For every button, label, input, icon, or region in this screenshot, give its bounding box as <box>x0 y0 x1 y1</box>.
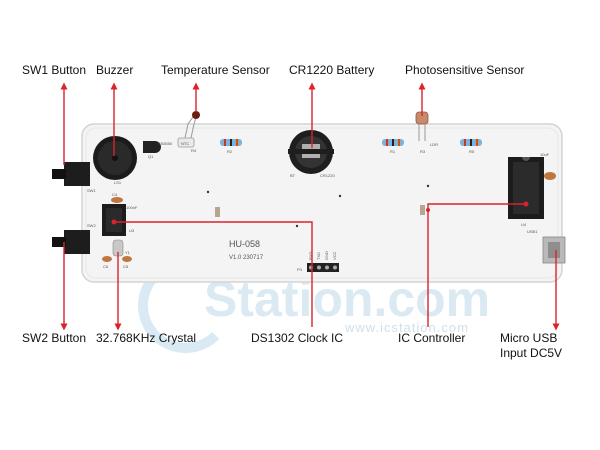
svg-text:R5: R5 <box>469 149 475 154</box>
svg-text:P3: P3 <box>297 267 303 272</box>
label-buzzer: Buzzer <box>96 63 134 77</box>
svg-text:U3: U3 <box>129 228 135 233</box>
svg-text:LS1: LS1 <box>114 180 122 185</box>
svg-text:U4: U4 <box>521 222 527 227</box>
svg-text:10uF: 10uF <box>540 152 550 157</box>
leader-ds1302 <box>114 221 313 327</box>
svg-text:C6: C6 <box>103 264 109 269</box>
svg-text:R4: R4 <box>191 148 197 153</box>
svg-text:CR1220: CR1220 <box>320 173 335 178</box>
svg-text:VCC: VCC <box>332 251 337 260</box>
sw1-button-part <box>52 162 90 186</box>
svg-text:LDR: LDR <box>430 142 438 147</box>
label-sw1-button: SW1 Button <box>22 63 87 77</box>
label-cr1220-battery: CR1220 Battery <box>289 63 375 77</box>
svg-text:C5: C5 <box>123 264 129 269</box>
sw2-button-part <box>52 230 90 254</box>
p3-header <box>307 263 339 272</box>
svg-text:RXD: RXD <box>308 251 313 260</box>
buzzer-component <box>93 136 137 180</box>
svg-text:100nF: 100nF <box>126 205 138 210</box>
pcb-board <box>81 123 563 283</box>
micro-usb-port <box>542 236 566 264</box>
svg-text:Y1: Y1 <box>125 250 131 255</box>
board-version-text: V1.0 230717 <box>229 255 264 261</box>
label-photosensitive-sensor: Photosensitive Sensor <box>405 63 525 77</box>
svg-text:R3: R3 <box>420 149 426 154</box>
board-model-text: HU-058 <box>229 239 260 249</box>
svg-text:BT: BT <box>290 173 296 178</box>
svg-text:R2: R2 <box>227 149 233 154</box>
svg-text:C4: C4 <box>112 192 118 197</box>
svg-text:NTC: NTC <box>181 141 189 146</box>
label-crystal: 32.768KHz Crystal <box>96 331 197 345</box>
battery-holder <box>288 130 334 174</box>
label-micro-usb: Micro USB Input DC5V <box>500 331 563 360</box>
label-ds1302-clock-ic: DS1302 Clock IC <box>251 331 344 345</box>
svg-text:GND: GND <box>324 251 329 260</box>
svg-text:SS8550: SS8550 <box>158 141 173 146</box>
svg-text:SW1: SW1 <box>87 188 96 193</box>
svg-text:TXD: TXD <box>316 252 321 260</box>
svg-text:R1: R1 <box>390 149 396 154</box>
svg-text:Q1: Q1 <box>148 154 154 159</box>
label-sw2-button: SW2 Button <box>22 331 87 345</box>
label-ic-controller: IC Controller <box>398 331 466 345</box>
temperature-sensor-bead <box>192 111 200 119</box>
ic-controller-chip <box>508 157 544 219</box>
leader-ic-controller <box>427 203 526 327</box>
label-temperature-sensor: Temperature Sensor <box>161 63 270 77</box>
svg-text:USB1: USB1 <box>527 229 538 234</box>
watermark-sub-text: www.icstation.com <box>345 320 469 335</box>
svg-text:SW2: SW2 <box>87 223 96 228</box>
